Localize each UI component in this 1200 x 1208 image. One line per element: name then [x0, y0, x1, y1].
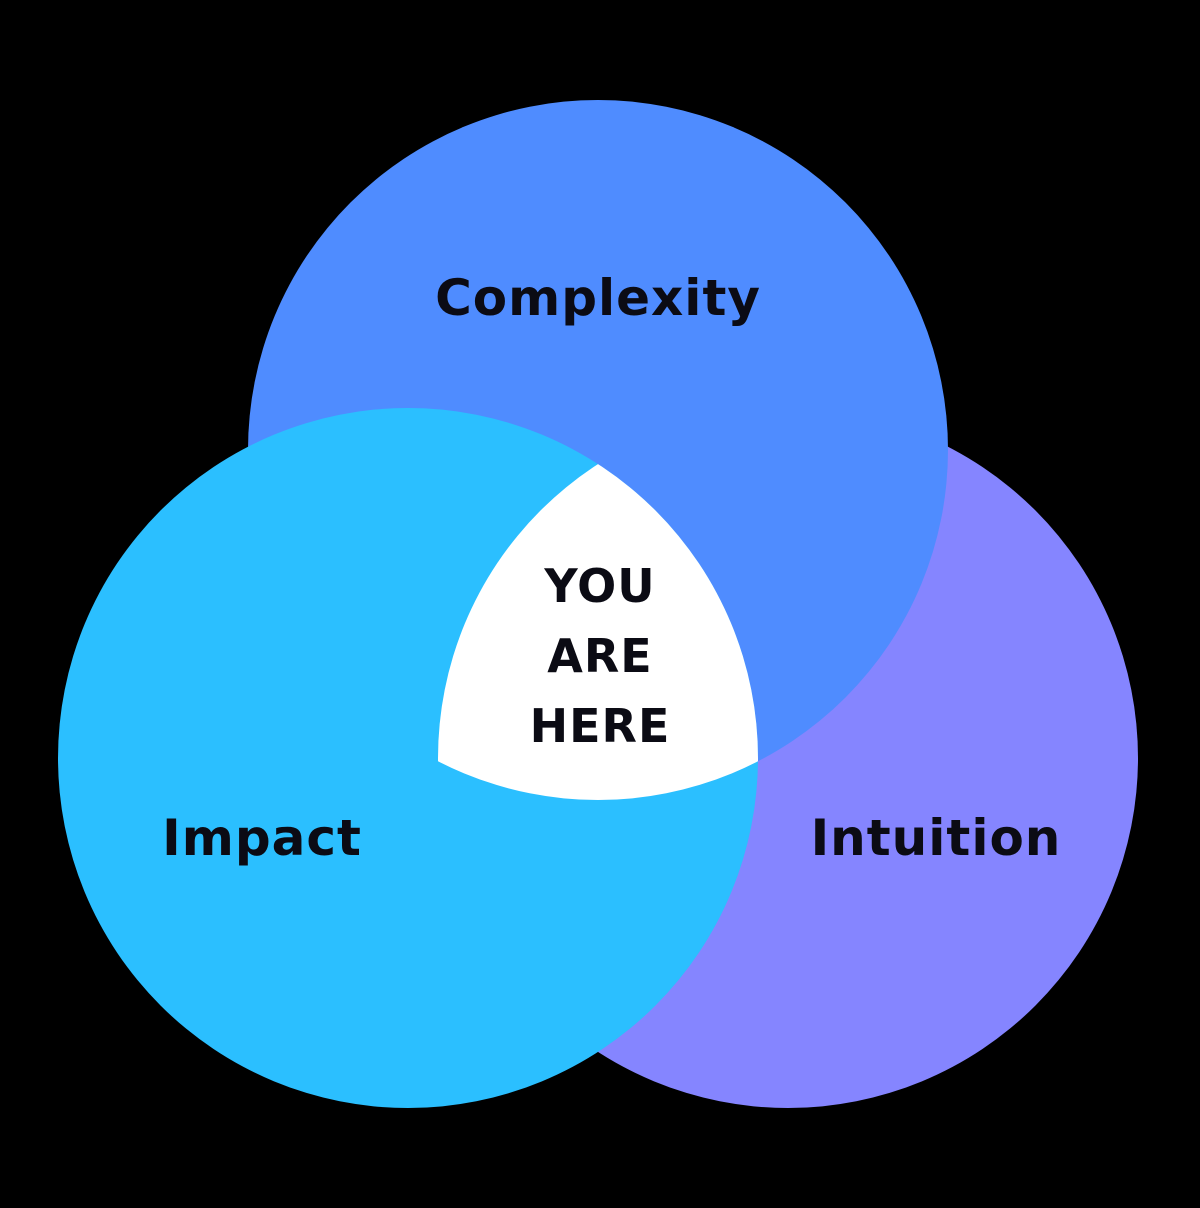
center-label-line-3: HERE: [530, 699, 671, 753]
label-intuition: Intuition: [811, 809, 1062, 867]
label-complexity: Complexity: [435, 269, 761, 327]
intersection-all-three: [438, 408, 758, 800]
center-label-line-1: YOU: [543, 559, 655, 613]
center-label-line-2: ARE: [547, 629, 652, 683]
label-impact: Impact: [162, 809, 362, 867]
